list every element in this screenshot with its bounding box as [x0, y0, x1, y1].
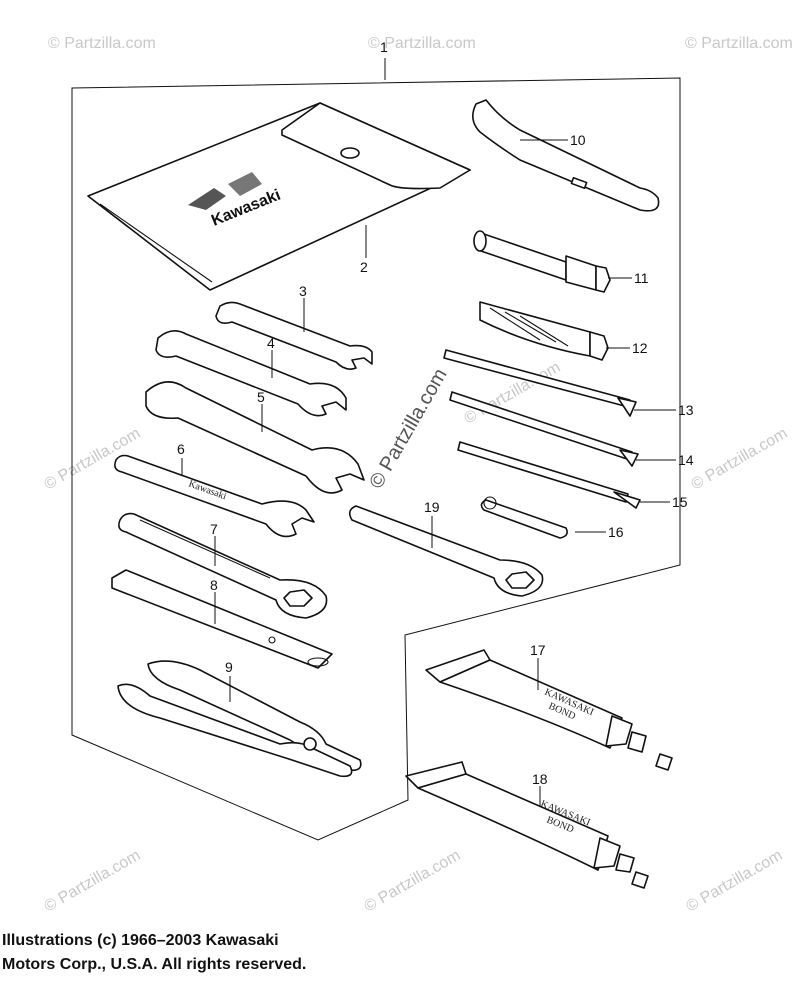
kit-outline [71, 77, 681, 841]
screwdriver-bit [457, 441, 670, 509]
callout-13: 13 [678, 402, 694, 418]
watermark: © Partzilla.com [689, 425, 791, 494]
callout-16: 16 [608, 524, 624, 540]
copyright-line-1: Illustrations (c) 1966–2003 Kawasaki [2, 932, 279, 949]
callout-15: 15 [672, 494, 688, 510]
callout-17: 17 [530, 642, 546, 658]
callout-numbers: 1 2 3 4 5 6 7 8 9 10 11 12 13 14 15 16 1… [177, 39, 694, 787]
pliers [117, 660, 362, 778]
hook-spanner [472, 99, 660, 212]
callout-8: 8 [210, 577, 218, 593]
callout-19: 19 [424, 499, 440, 515]
extension-bar [473, 230, 632, 293]
callout-1: 1 [380, 39, 388, 55]
bond-tube: KAWASAKI BOND [425, 649, 673, 771]
callout-18: 18 [532, 771, 548, 787]
tire-lever [111, 569, 333, 669]
callout-5: 5 [257, 389, 265, 405]
flat-wrench: Kawasaki [114, 454, 315, 538]
callout-4: 4 [267, 335, 275, 351]
watermark: © Partzilla.com [362, 847, 464, 916]
callout-7: 7 [210, 521, 218, 537]
callout-2: 2 [360, 259, 368, 275]
tool-bag: Kawasaki [87, 102, 471, 291]
screwdriver-bit [443, 349, 676, 417]
callout-6: 6 [177, 441, 185, 457]
watermark: © Partzilla.com [48, 35, 156, 52]
feeler-gauge [480, 496, 606, 539]
watermark: © Partzilla.com [685, 35, 793, 52]
open-end-wrench-small [215, 298, 373, 370]
watermark: © Partzilla.com [368, 35, 476, 52]
box-end-bar [118, 512, 328, 619]
copyright-notice: Illustrations (c) 1966–2003 Kawasaki Mot… [2, 929, 562, 977]
callout-10: 10 [570, 132, 586, 148]
open-end-wrench-large [145, 381, 365, 494]
box-wrench [348, 505, 544, 597]
center-watermark: © Partzilla.com [365, 365, 451, 493]
watermark: © Partzilla.com [42, 847, 144, 916]
callout-3: 3 [299, 283, 307, 299]
watermark: © Partzilla.com [684, 847, 786, 916]
callout-12: 12 [632, 340, 648, 356]
open-end-wrench-medium [155, 330, 347, 417]
callout-9: 9 [225, 659, 233, 675]
copyright-line-2: Motors Corp., U.S.A. All rights reserved… [2, 956, 307, 973]
callout-11: 11 [634, 270, 649, 286]
screwdriver-handle [479, 301, 630, 361]
callout-14: 14 [678, 452, 694, 468]
screwdriver-bit [449, 391, 676, 467]
